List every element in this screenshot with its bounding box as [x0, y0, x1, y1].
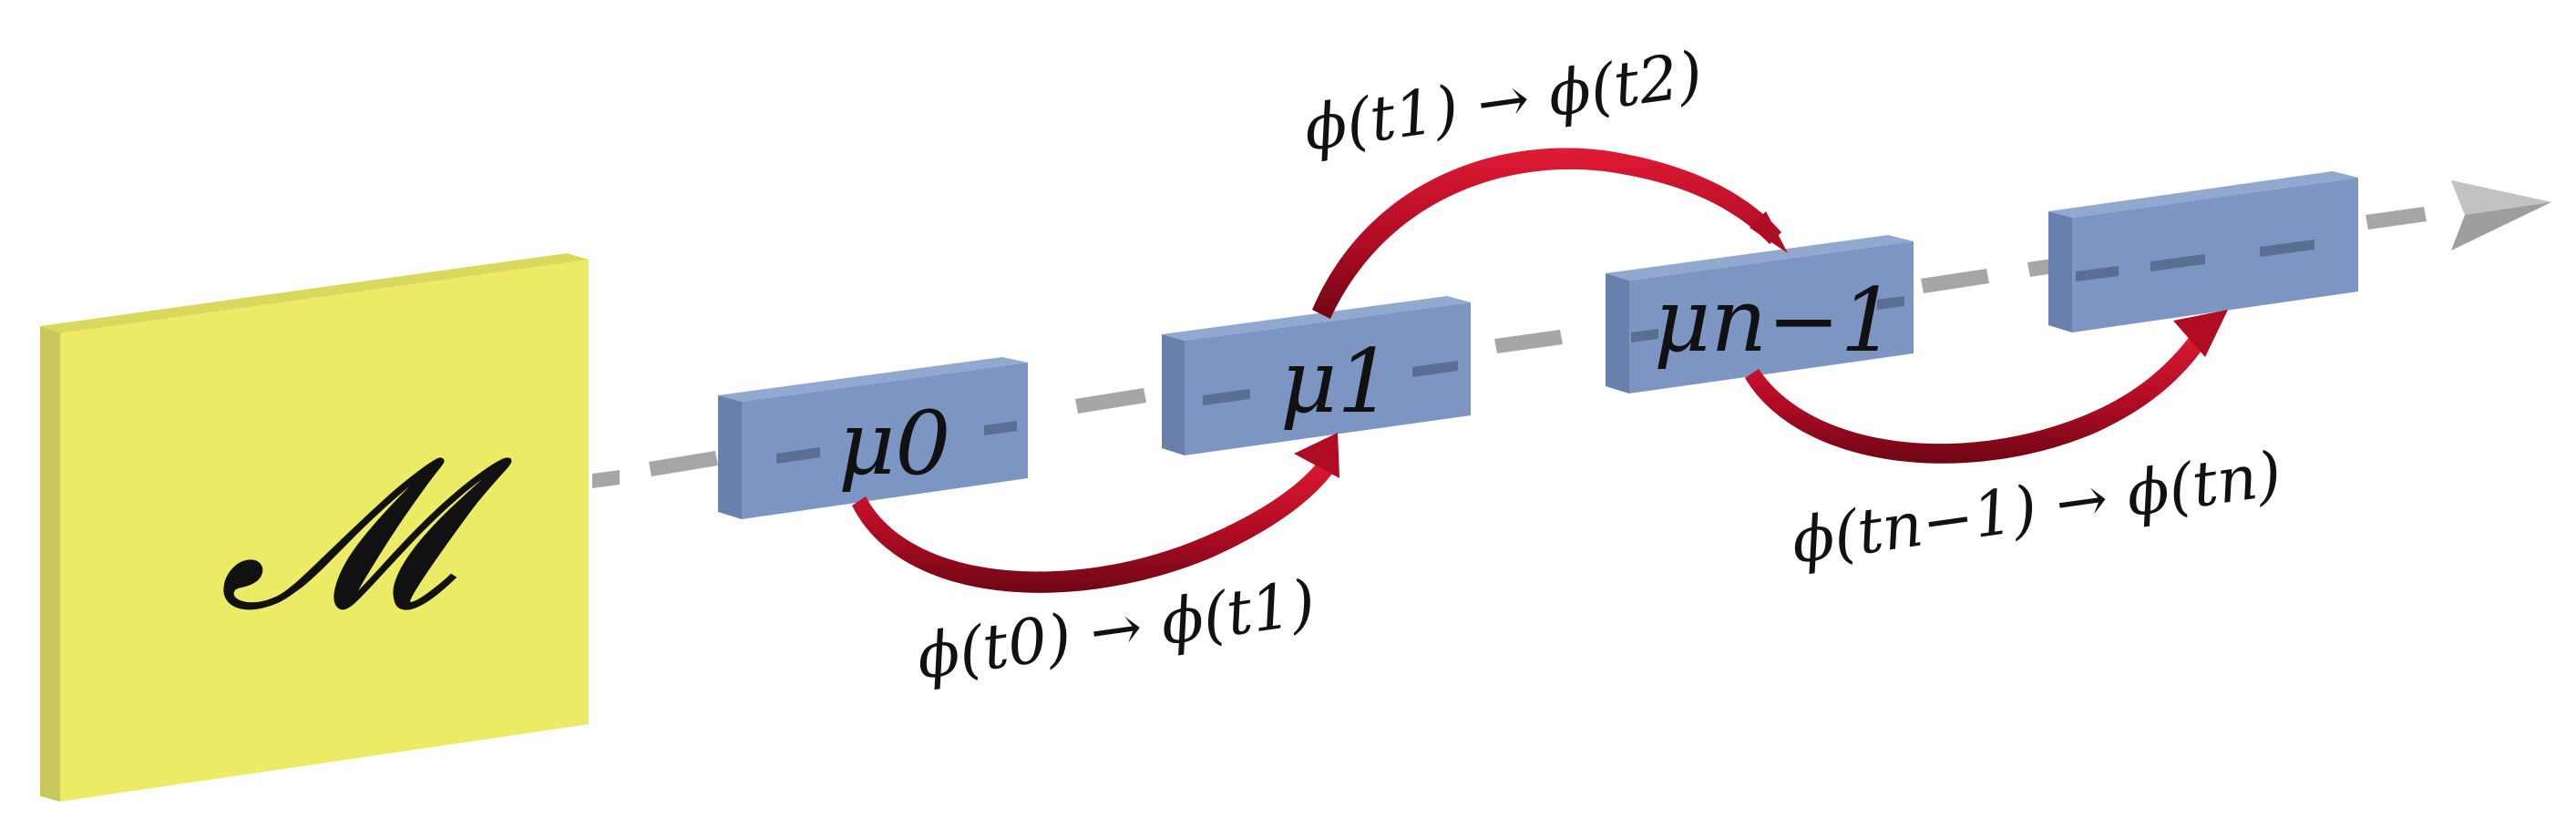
transition-label-1: ϕ(t1) → ϕ(t2) — [1299, 38, 1707, 165]
manifold-front — [60, 260, 589, 802]
block-side — [1606, 273, 1629, 394]
block-dash — [2150, 254, 2205, 271]
axis-dash — [2366, 207, 2427, 230]
block-dash — [2076, 266, 2119, 281]
block-dash — [776, 447, 820, 464]
block-side — [1162, 334, 1185, 455]
transition-label-2: ϕ(tn−1) → ϕ(tn) — [1787, 438, 2285, 578]
block-front — [2072, 178, 2358, 332]
block-top — [1606, 235, 1914, 281]
block-front — [742, 363, 1028, 519]
transition-arrow-2 — [1745, 310, 2228, 464]
arrow-head — [2173, 310, 2228, 357]
block-dash — [984, 421, 1017, 435]
axis-dash — [1075, 388, 1146, 414]
block-side — [718, 395, 742, 519]
arrow-body — [852, 455, 1338, 593]
block-dash — [1203, 389, 1250, 405]
block-label: μ0 — [838, 393, 950, 495]
block-top — [2048, 171, 2358, 218]
axis-dash — [1494, 330, 1563, 353]
manifold-block: 𝓜 — [40, 253, 589, 802]
block-label: μ1 — [1280, 331, 1392, 433]
block-mu-n-minus-1: μn−1 — [1606, 235, 1914, 394]
block-mu0: μ0 — [718, 357, 1028, 519]
block-mu1: μ1 — [1162, 296, 1471, 455]
transition-arrow-0 — [852, 433, 1339, 593]
axis-dash — [1921, 269, 1989, 293]
block-dash — [1631, 329, 1658, 342]
block-dash — [1877, 296, 1904, 310]
axis-line — [592, 207, 2427, 488]
block-top — [718, 357, 1028, 402]
block-front — [1629, 241, 1914, 394]
axis-dash — [649, 451, 718, 476]
manifold-top — [40, 253, 589, 333]
block-dash — [2260, 240, 2314, 257]
axis-arrowhead-shade — [2451, 180, 2551, 215]
block-top — [1162, 296, 1471, 341]
arrow-body — [1312, 148, 1781, 319]
transition-arrow-1 — [1312, 148, 1788, 319]
block-mu-n — [2048, 171, 2358, 332]
block-front — [1185, 302, 1471, 455]
arrow-body — [1745, 328, 2210, 464]
manifold-side — [40, 326, 60, 802]
arrow-head — [1750, 211, 1788, 253]
block-dash — [1412, 361, 1458, 377]
axis-dash — [592, 470, 620, 488]
arrow-head — [1294, 433, 1339, 478]
block-label: μn−1 — [1654, 270, 1896, 372]
block-side — [2048, 211, 2072, 332]
